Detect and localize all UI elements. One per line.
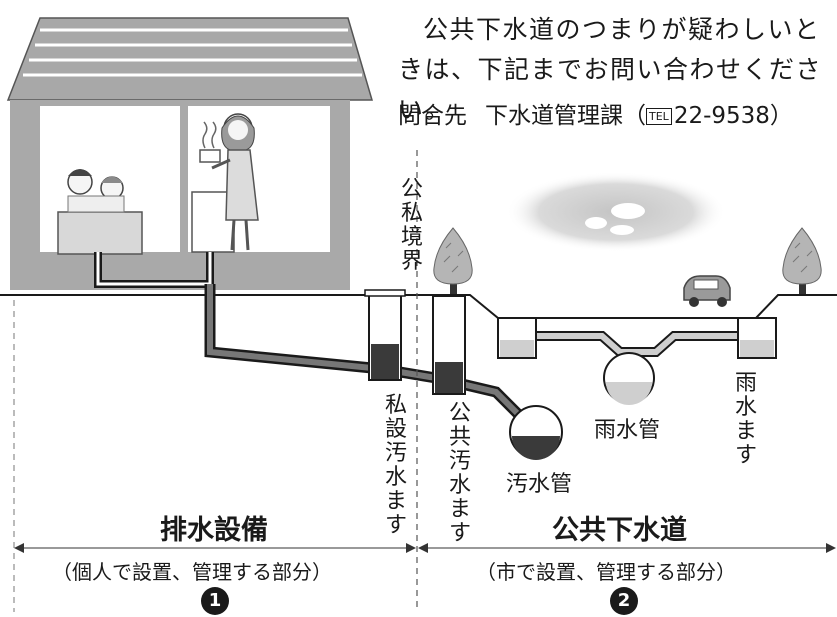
private-basin-label: 私設汚水ます: [360, 394, 408, 538]
boundary-label: 公私境界: [400, 177, 423, 274]
public-basin-label: 公共汚水ます: [424, 402, 472, 546]
private-section-number: 1: [201, 587, 229, 615]
notice-text: 公共下水道のつまりが疑わしいときは、下記までお問い合わせください。: [398, 15, 823, 124]
private-basin-shape: [364, 289, 406, 381]
private-section-subtitle: （個人で設置、管理する部分）: [52, 560, 332, 584]
public-basin-label-text: 公共汚水ます: [448, 401, 471, 546]
public-basin-shape: [432, 295, 466, 395]
tel-number[interactable]: 22-9538: [673, 103, 770, 129]
car: [683, 275, 731, 307]
public-section-title: 公共下水道: [552, 515, 687, 546]
rain-trench: [497, 317, 777, 359]
contact-dept: 下水道管理課: [485, 103, 623, 129]
house: [6, 17, 374, 290]
sewage-main-shape: [509, 405, 563, 460]
rain-pipe-label: 雨水管: [594, 418, 661, 443]
rain-main-shape: [603, 352, 655, 405]
tree-right: [782, 227, 822, 294]
contact-label: 問合先: [398, 103, 467, 129]
section-arrows: [14, 543, 836, 553]
cloud: [506, 172, 726, 252]
public-section-number: 2: [610, 587, 638, 615]
private-section-title: 排水設備: [160, 515, 268, 546]
rain-basin-label: 雨水ます: [734, 371, 757, 468]
house-drain-pipes: [94, 252, 534, 430]
sewage-pipe-label: 汚水管: [506, 472, 573, 497]
private-basin-label-text: 私設汚水ます: [384, 393, 407, 538]
rain-pipes: [520, 331, 752, 357]
public-section-subtitle: （市で設置、管理する部分）: [476, 560, 736, 584]
tree-left: [433, 227, 473, 294]
tel-icon: TEL: [646, 108, 672, 125]
